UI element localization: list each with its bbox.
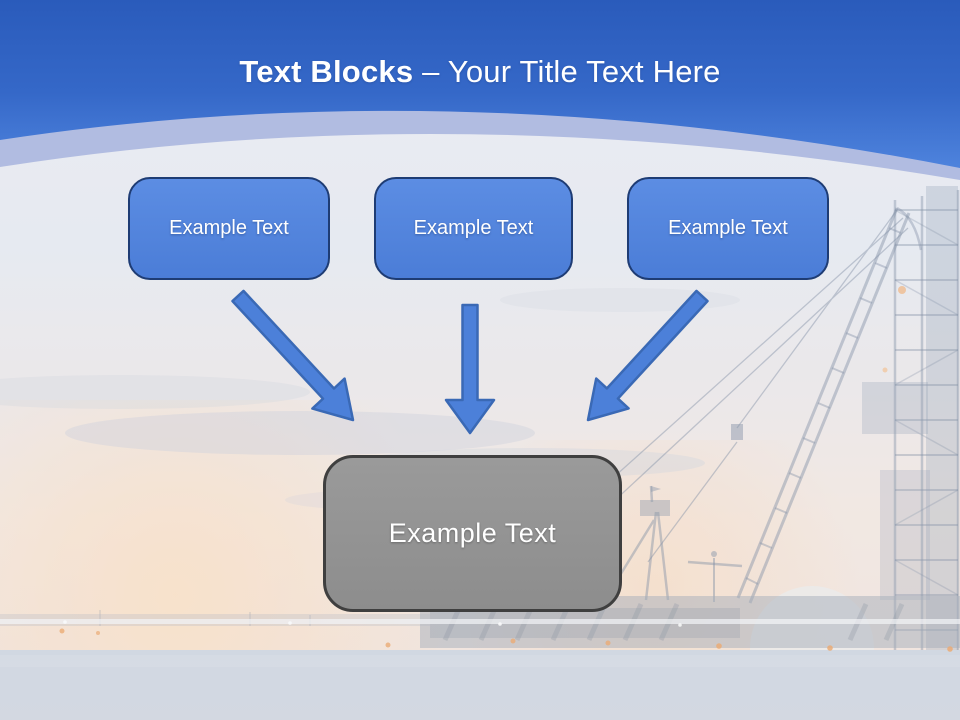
- horizon-line: [0, 619, 960, 624]
- text-block-1: Example Text: [128, 177, 330, 280]
- rig-silhouettes: [99, 186, 960, 660]
- text-block-2-label: Example Text: [413, 217, 534, 239]
- target-block-label: Example Text: [388, 518, 557, 548]
- slide-title: Text Blocks – Your Title Text Here: [0, 52, 960, 92]
- header-blue-arc: [0, 0, 960, 168]
- text-block-3-label: Example Text: [668, 217, 788, 239]
- arrow-down: [444, 303, 496, 435]
- target-block: Example Text: [323, 455, 622, 612]
- title-bold-text: Text Blocks: [239, 54, 414, 89]
- header-banner: [0, 0, 960, 180]
- arrow-down-right: [231, 289, 355, 422]
- water-streak: [0, 655, 960, 667]
- text-block-1-label: Example Text: [169, 217, 289, 239]
- harbor-lights: [59, 286, 953, 652]
- title-regular-text: – Your Title Text Here: [422, 54, 721, 89]
- text-block-3: Example Text: [627, 177, 829, 280]
- text-block-2: Example Text: [374, 177, 573, 280]
- arrow-down-left: [586, 289, 709, 422]
